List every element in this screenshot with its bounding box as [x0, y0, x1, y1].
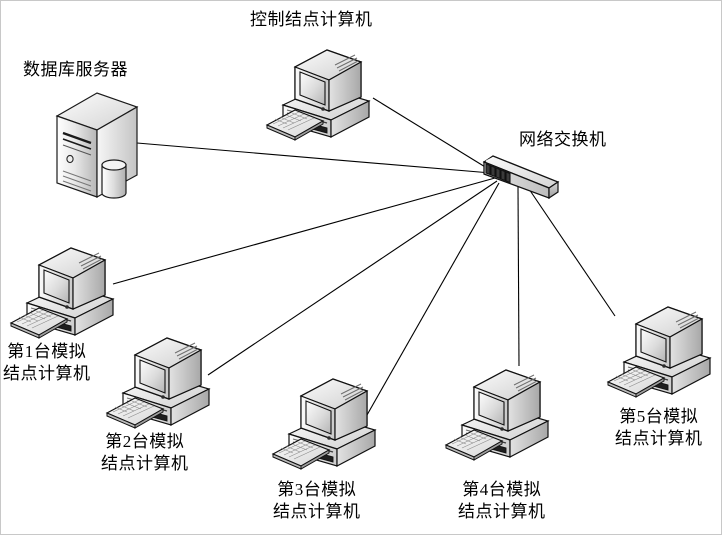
node-sim-node-4[interactable]: [444, 359, 558, 464]
link-sim-node-5-to-network-switch: [528, 188, 616, 317]
label-sim-node-1: 第1台模拟 结点计算机: [3, 342, 91, 383]
server-tower-with-disk-icon: [55, 92, 139, 199]
label-network-switch: 网络交换机: [519, 130, 607, 149]
node-sim-node-3[interactable]: [271, 368, 385, 473]
desktop-computer-icon: [272, 378, 376, 470]
label-sim-node-4: 第4台模拟 结点计算机: [458, 480, 546, 521]
node-network-switch[interactable]: [479, 149, 563, 199]
desktop-computer-icon: [265, 49, 371, 141]
label-sim-node-2: 第2台模拟 结点计算机: [101, 432, 189, 473]
label-sim-node-3: 第3台模拟 结点计算机: [273, 480, 361, 521]
label-sim-node-5: 第5台模拟 结点计算机: [615, 407, 703, 448]
label-database-server: 数据库服务器: [23, 60, 128, 79]
link-sim-node-3-to-network-switch: [366, 182, 500, 416]
link-sim-node-2-to-network-switch: [207, 180, 498, 376]
node-sim-node-5[interactable]: [606, 296, 720, 401]
desktop-computer-icon: [445, 369, 549, 461]
link-control-node-computer-to-network-switch: [372, 97, 496, 174]
link-sim-node-4-to-network-switch: [517, 186, 520, 367]
link-database-server-to-network-switch: [136, 142, 492, 174]
desktop-computer-icon: [607, 306, 711, 398]
label-control-node-computer: 控制结点计算机: [250, 10, 373, 29]
node-database-server[interactable]: [49, 89, 141, 201]
link-sim-node-1-to-network-switch: [112, 177, 496, 285]
network-switch-icon: [482, 155, 560, 199]
node-control-node-computer[interactable]: [265, 39, 379, 144]
node-sim-node-2[interactable]: [105, 327, 219, 432]
desktop-computer-icon: [106, 337, 210, 429]
